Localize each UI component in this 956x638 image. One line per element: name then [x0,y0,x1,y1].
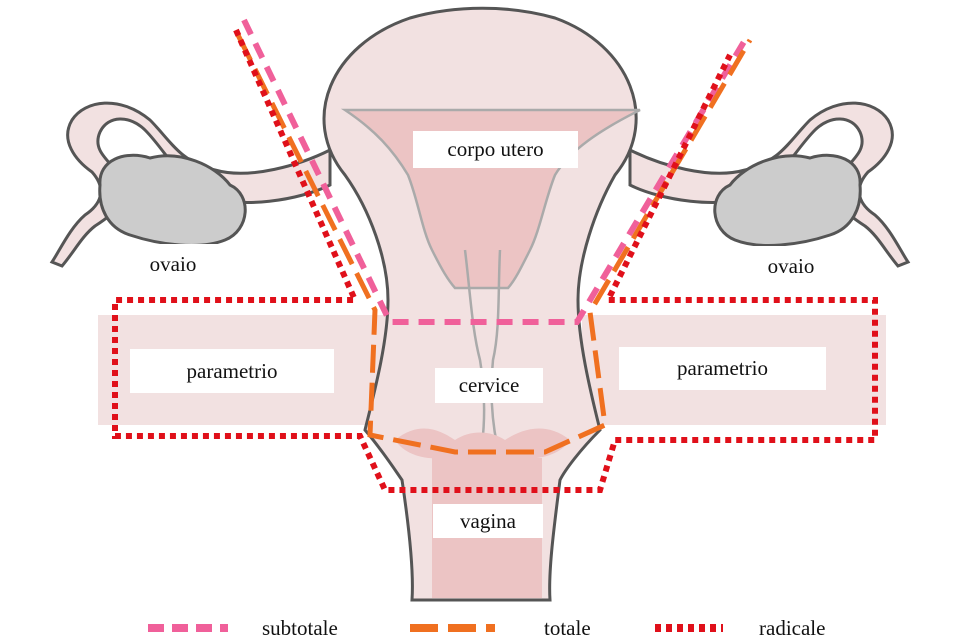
legend-subtotal-label: subtotale [262,616,338,638]
ovary-right [715,155,860,245]
ovary-left [100,155,245,245]
label-parametrium-right: parametrio [619,347,826,390]
legend-total-label: totale [544,616,591,638]
legend-radical-label: radicale [759,616,825,638]
label-parametrium-left: parametrio [130,349,334,393]
label-vagina: vagina [433,504,543,538]
label-corpus: corpo utero [413,131,578,168]
label-ovary-left: ovaio [118,244,228,284]
label-cervix: cervice [435,368,543,403]
label-ovary-right: ovaio [740,246,842,286]
